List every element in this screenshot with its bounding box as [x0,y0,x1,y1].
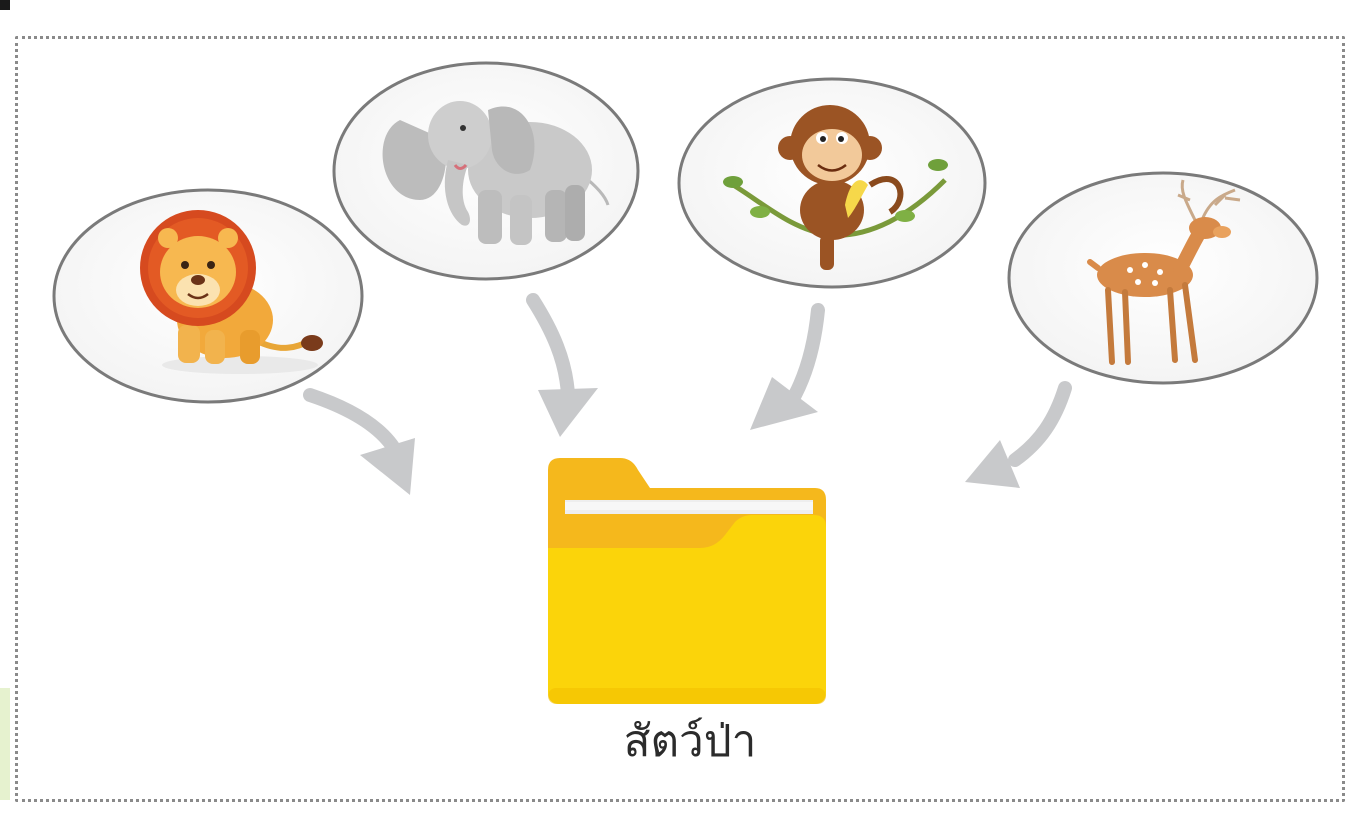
monkey-bubble [677,77,987,289]
deer-icon [1087,179,1241,365]
elephant-bubble [332,61,640,281]
arrow-monkey-to-folder [750,303,825,430]
monkey-icon [723,105,948,270]
lion-bubble [52,188,364,404]
deer-bubble [1007,171,1319,385]
folder-icon [548,458,826,704]
elephant-icon [382,101,610,245]
folder-label: สัตว์ป่า [623,716,757,767]
left-edge-accent [0,688,10,800]
arrow-lion-to-folder [303,388,415,495]
arrow-deer-to-folder [965,381,1072,488]
arrow-elephant-to-folder [526,293,598,437]
left-edge-mark [0,0,10,10]
lion-icon [140,210,323,374]
dotted-frame [15,36,1345,802]
